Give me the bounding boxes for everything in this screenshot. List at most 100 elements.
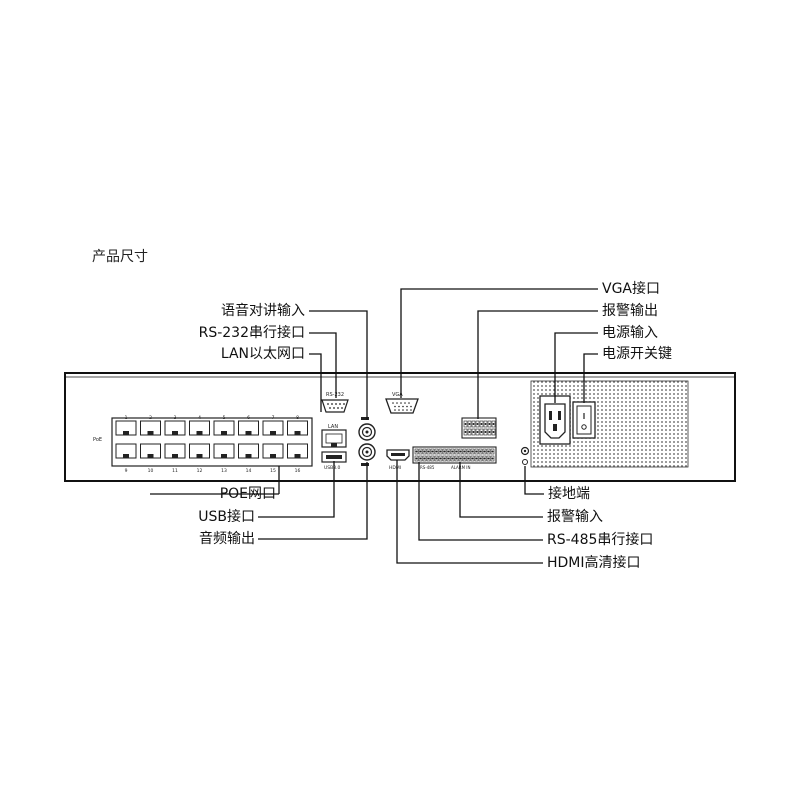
poe-port xyxy=(238,443,259,459)
terminal-screw xyxy=(492,431,495,433)
terminal-screw xyxy=(443,450,446,453)
terminal-screw xyxy=(455,450,458,453)
terminal-screw xyxy=(427,457,430,460)
alarm-input-terminal xyxy=(412,446,497,464)
page-heading: 产品尺寸 xyxy=(92,249,148,265)
poe-port-number: 2 xyxy=(149,415,152,421)
poe-port-number: 9 xyxy=(125,468,128,474)
callout-hdmi: HDMI高清接口 xyxy=(547,555,641,571)
terminal-screw xyxy=(468,431,471,433)
terminal-screw xyxy=(468,423,471,425)
terminal-screw xyxy=(423,450,426,453)
poe-port xyxy=(140,443,161,459)
poe-port xyxy=(287,420,308,436)
poe-port-number: 15 xyxy=(270,468,276,474)
terminal-screw xyxy=(487,457,490,460)
rs232-connector: RS-232 xyxy=(321,392,349,413)
terminal-screw xyxy=(431,450,434,453)
callout-vga: VGA接口 xyxy=(602,281,661,297)
terminal-screw xyxy=(491,450,494,453)
alarm-in-tag: ALARM IN xyxy=(451,465,470,470)
terminal-screw xyxy=(439,450,442,453)
poe-port xyxy=(262,420,284,436)
poe-port-number: 16 xyxy=(295,468,301,474)
rs232-tag: RS-232 xyxy=(326,392,344,398)
poe-port-number: 6 xyxy=(247,415,250,421)
poe-port-number: 8 xyxy=(296,415,299,421)
power-switch xyxy=(572,401,596,439)
poe-port xyxy=(287,443,308,459)
poe-port-number: 14 xyxy=(246,468,252,474)
poe-port xyxy=(164,420,186,436)
poe-port xyxy=(115,420,137,436)
terminal-screw xyxy=(479,450,482,453)
poe-tag: PoE xyxy=(93,437,102,443)
poe-port-number: 10 xyxy=(148,468,154,474)
terminal-screw xyxy=(459,457,462,460)
poe-port xyxy=(115,443,137,459)
terminal-screw xyxy=(483,450,486,453)
callout-alarm-in: 报警输入 xyxy=(547,509,603,525)
terminal-screw xyxy=(435,450,438,453)
audio-in-jack xyxy=(358,417,376,441)
rs485-tag: RS-485 xyxy=(420,465,435,470)
terminal-screw xyxy=(488,423,491,425)
poe-port xyxy=(189,420,210,436)
terminal-screw xyxy=(451,457,454,460)
terminal-screw xyxy=(451,450,454,453)
terminal-screw xyxy=(419,450,422,453)
terminal-screw xyxy=(484,431,487,433)
terminal-screw xyxy=(427,450,430,453)
power-inlet xyxy=(539,395,571,445)
poe-port-number: 1 xyxy=(125,415,128,421)
callout-power-in: 电源输入 xyxy=(602,325,658,341)
terminal-screw xyxy=(464,423,467,425)
poe-port xyxy=(213,420,235,436)
poe-port xyxy=(213,443,235,459)
terminal-screw xyxy=(483,457,486,460)
hdmi-connector: HDMI xyxy=(386,449,410,471)
lan-port: LAN xyxy=(321,424,347,448)
terminal-screw xyxy=(447,450,450,453)
terminal-screw xyxy=(476,423,479,425)
usb-tag: USB3.0 xyxy=(324,465,341,471)
callout-rs485: RS-485串行接口 xyxy=(547,532,654,548)
lan-tag: LAN xyxy=(328,424,338,430)
terminal-screw xyxy=(480,423,483,425)
terminal-screw xyxy=(476,431,479,433)
poe-port-number: 3 xyxy=(174,415,177,421)
terminal-screw xyxy=(472,423,475,425)
poe-port xyxy=(238,420,259,436)
callout-power-switch: 电源开关键 xyxy=(602,346,672,362)
callout-lines xyxy=(150,288,598,564)
terminal-screw xyxy=(455,457,458,460)
poe-port-number: 13 xyxy=(221,468,227,474)
terminal-screw xyxy=(487,450,490,453)
alarm-output-terminal xyxy=(461,417,497,439)
hdmi-tag: HDMI xyxy=(389,465,401,471)
terminal-screw xyxy=(475,450,478,453)
poe-port xyxy=(140,420,161,436)
poe-port-number: 5 xyxy=(223,415,226,421)
terminal-screw xyxy=(435,457,438,460)
terminal-screw xyxy=(467,450,470,453)
terminal-screw xyxy=(472,431,475,433)
poe-port-number: 11 xyxy=(172,468,178,474)
poe-port xyxy=(189,443,210,459)
callout-lan: LAN以太网口 xyxy=(220,346,305,362)
terminal-screw xyxy=(464,431,467,433)
poe-port xyxy=(164,443,186,459)
terminal-screw xyxy=(467,457,470,460)
vga-tag: VGA xyxy=(392,392,403,398)
terminal-screw xyxy=(471,457,474,460)
poe-port-number: 4 xyxy=(198,415,201,421)
poe-port-number: 7 xyxy=(272,415,275,421)
terminal-screw xyxy=(492,423,495,425)
terminal-screw xyxy=(447,457,450,460)
terminal-screw xyxy=(479,457,482,460)
terminal-screw xyxy=(463,450,466,453)
terminal-screw xyxy=(475,457,478,460)
terminal-screw xyxy=(484,423,487,425)
